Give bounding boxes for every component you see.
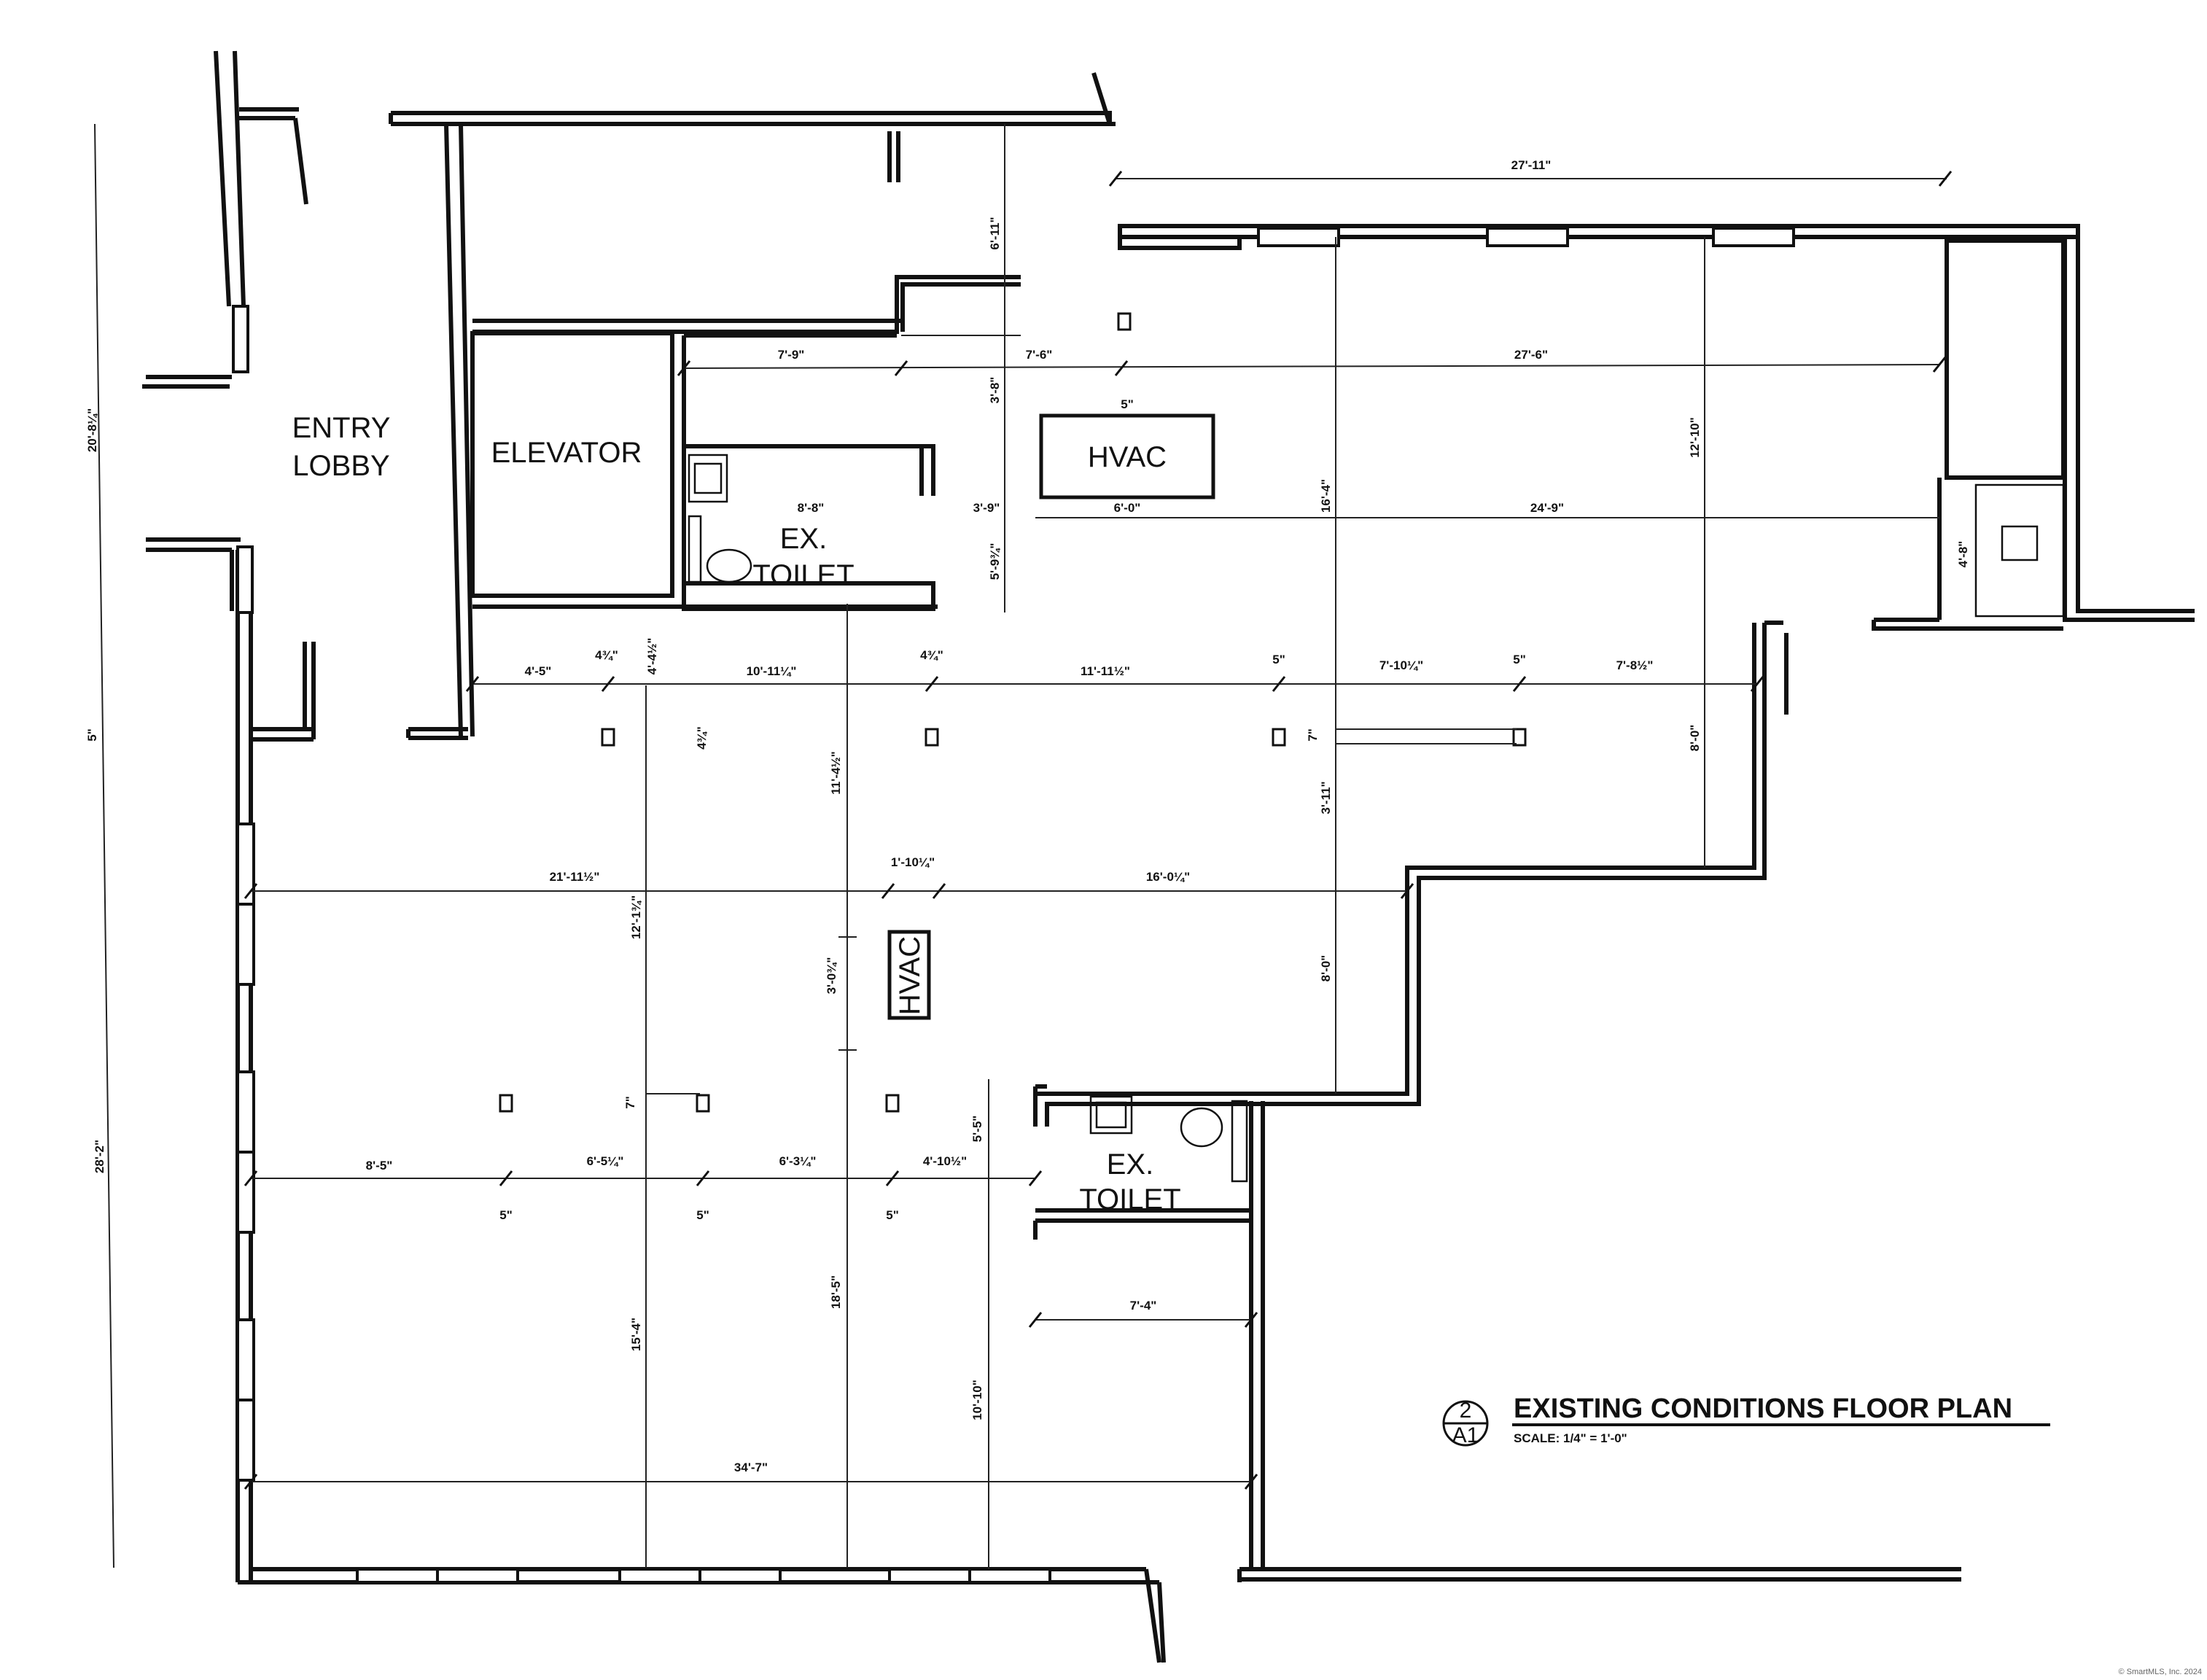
dim-7-8-1-2: 7'-8½" bbox=[1616, 658, 1654, 672]
windows bbox=[232, 227, 1795, 1584]
dim-4-4-1-2: 4'-4½" bbox=[645, 638, 659, 675]
columns bbox=[499, 312, 1527, 1113]
dim-4-3-4-c: 4¾" bbox=[695, 726, 709, 750]
dim-21-11-1-2: 21'-11½" bbox=[550, 870, 600, 884]
dim-15-4: 15'-4" bbox=[629, 1318, 643, 1351]
dim-4-3-4-a: 4¾" bbox=[595, 648, 618, 662]
dimension-lines bbox=[94, 123, 1947, 1569]
dim-12-1-3-4: 12'-1¾" bbox=[629, 895, 643, 939]
dim-5-e: 5" bbox=[886, 1208, 899, 1222]
hvac-top-box bbox=[1039, 413, 1215, 499]
dim-24-9: 24'-9" bbox=[1530, 501, 1564, 515]
title-block: 2 A1 EXISTING CONDITIONS FLOOR PLAN SCAL… bbox=[1442, 1393, 2050, 1447]
hvac-mid-box bbox=[887, 930, 931, 1020]
dim-10-11-1-4: 10'-11¼" bbox=[747, 664, 797, 678]
toilet-top-label-2: TOILET bbox=[752, 559, 854, 591]
dim-3-11: 3'-11" bbox=[1319, 781, 1333, 814]
dim-7-mid: 7" bbox=[623, 1096, 637, 1109]
dim-3-8: 3'-8" bbox=[988, 377, 1002, 404]
dim-18-5: 18'-5" bbox=[829, 1275, 843, 1309]
dim-7-6: 7'-6" bbox=[1026, 348, 1053, 362]
title-text: EXISTING CONDITIONS FLOOR PLAN bbox=[1514, 1393, 2012, 1424]
toilet-top-label-1: EX. bbox=[780, 523, 827, 555]
dim-11-4-1-2: 11'-4½" bbox=[829, 751, 843, 794]
dim-6-3-1-4: 6'-3¼" bbox=[779, 1154, 817, 1168]
dim-5-5: 5'-5" bbox=[970, 1116, 984, 1143]
dim-8-5: 8'-5" bbox=[366, 1159, 393, 1172]
dim-5-b: 5" bbox=[1513, 653, 1526, 666]
dim-7-9: 7'-9" bbox=[778, 348, 805, 362]
dim-5-9-3-4: 5'-9¾" bbox=[988, 543, 1002, 580]
dim-5-c: 5" bbox=[499, 1208, 513, 1222]
dim-34-7: 34'-7" bbox=[734, 1461, 768, 1474]
dim-5-a: 5" bbox=[1272, 653, 1285, 666]
dimension-labels: 27'-11" 6'-11" 7'-9" 7'-6" 27'-6" 3'-8" … bbox=[85, 158, 1970, 1474]
dim-16-4: 16'-4" bbox=[1319, 479, 1333, 513]
dim-8-0-b: 8'-0" bbox=[1319, 955, 1333, 982]
dimension-ticks bbox=[244, 171, 1953, 1490]
dim-28-2: 28'-2" bbox=[93, 1140, 106, 1173]
dim-12-10: 12'-10" bbox=[1688, 417, 1702, 458]
dim-16-0-1-4: 16'-0¼" bbox=[1146, 870, 1190, 884]
dim-6-0: 6'-0" bbox=[1114, 501, 1141, 515]
dim-4-10-1-2: 4'-10½" bbox=[923, 1154, 967, 1168]
dim-4-3-4-b: 4¾" bbox=[920, 648, 943, 662]
dim-3-0-3-4: 3'-0¾" bbox=[825, 957, 838, 995]
dim-8-0-a: 8'-0" bbox=[1688, 725, 1702, 752]
dim-5-left: 5" bbox=[85, 728, 99, 742]
dim-4-5: 4'-5" bbox=[525, 664, 552, 678]
dim-7-4: 7'-4" bbox=[1130, 1299, 1157, 1312]
dim-10-10: 10'-10" bbox=[970, 1380, 984, 1420]
hvac-mid-label: HVAC bbox=[894, 936, 926, 1015]
dim-20-8-1-4: 20'-8¼" bbox=[85, 408, 99, 452]
dim-7-10-1-4: 7'-10¼" bbox=[1379, 658, 1423, 672]
dim-7-top: 7" bbox=[1306, 728, 1320, 742]
toilet-bottom-label-2: TOILET bbox=[1079, 1183, 1180, 1216]
dim-6-11: 6'-11" bbox=[988, 217, 1002, 249]
dim-5-hvac: 5" bbox=[1121, 397, 1134, 411]
entry-lobby-label-2: LOBBY bbox=[292, 450, 389, 482]
dim-27-6: 27'-6" bbox=[1514, 348, 1548, 362]
dim-11-11-1-2: 11'-11½" bbox=[1081, 664, 1130, 678]
dim-3-9: 3'-9" bbox=[973, 501, 1000, 515]
dim-4-8: 4'-8" bbox=[1956, 541, 1970, 568]
watermark: © SmartMLS, Inc. 2024 bbox=[2119, 1668, 2203, 1676]
hvac-top-label: HVAC bbox=[1088, 441, 1167, 473]
dim-1-10-1-4: 1'-10¼" bbox=[891, 855, 935, 869]
dim-27-11: 27'-11" bbox=[1511, 158, 1552, 172]
elevator-label: ELEVATOR bbox=[491, 437, 642, 469]
title-number: 2 bbox=[1460, 1399, 1472, 1423]
entry-lobby-label-1: ENTRY bbox=[292, 412, 391, 444]
scale-text: SCALE: 1/4" = 1'-0" bbox=[1514, 1431, 1627, 1445]
dim-5-d: 5" bbox=[696, 1208, 709, 1222]
dim-8-8: 8'-8" bbox=[798, 501, 825, 515]
toilet-bottom-label-1: EX. bbox=[1107, 1148, 1153, 1181]
title-sheet: A1 bbox=[1452, 1423, 1479, 1447]
plumbing-fixtures bbox=[688, 454, 2065, 1183]
dim-6-5-1-4: 6'-5¼" bbox=[587, 1154, 624, 1168]
